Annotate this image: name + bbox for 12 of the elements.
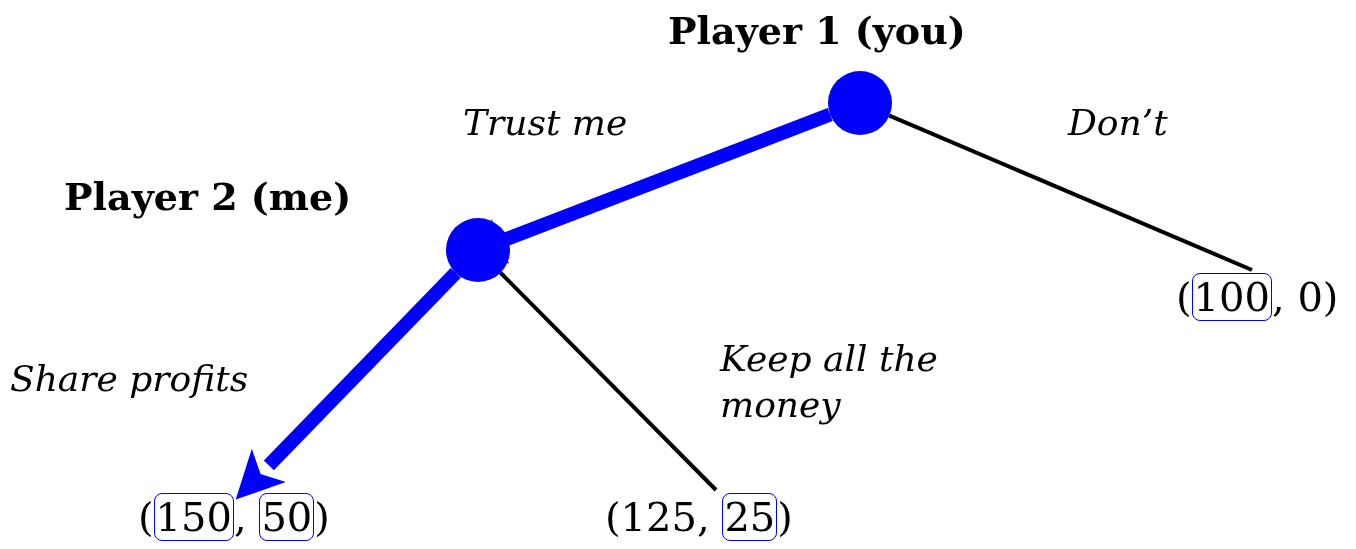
arrow	[235, 268, 461, 500]
edge-label: Don’t	[1068, 101, 1169, 145]
payoff-label: (150, 50)	[138, 492, 330, 543]
payoff-label: (125, 25)	[605, 492, 793, 543]
payoff-label: (100, 0)	[1176, 272, 1339, 323]
player-label: Player 2 (me)	[64, 174, 352, 220]
edge-label: Share profits	[10, 357, 250, 401]
edge-label: Trust me	[463, 101, 629, 145]
player-label: Player 1 (you)	[668, 8, 966, 54]
connector-line	[888, 113, 1253, 272]
edge-label: Keep all the money	[720, 337, 939, 427]
connector-line	[499, 271, 718, 492]
